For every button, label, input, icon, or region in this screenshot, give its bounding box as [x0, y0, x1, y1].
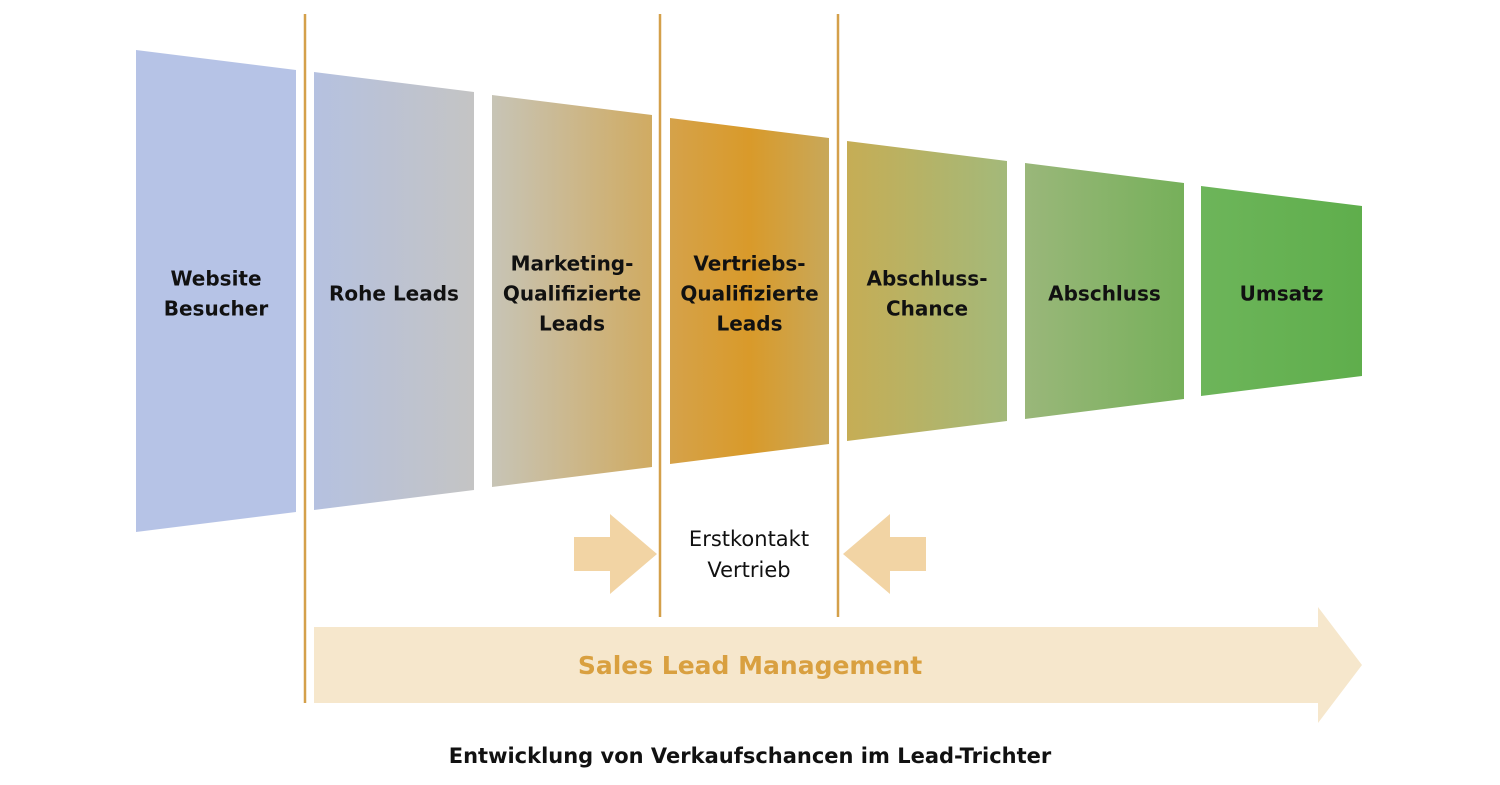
stage-label-marketing-qualifizierte-leads: Leads	[539, 312, 605, 336]
first-contact-label: Vertrieb	[707, 558, 790, 582]
stage-label-website-besucher: Besucher	[164, 297, 269, 321]
stage-label-vertriebs-qualifizierte-leads: Qualifizierte	[680, 282, 818, 306]
stage-label-marketing-qualifizierte-leads: Marketing-	[511, 252, 634, 276]
stage-label-abschluss-chance: Abschluss-	[867, 267, 988, 291]
stage-umsatz: Umsatz	[1201, 186, 1362, 396]
stage-shape-umsatz	[1201, 186, 1362, 396]
stage-shape-website-besucher	[136, 50, 296, 532]
left-arrow-icon	[843, 514, 926, 594]
stage-label-rohe-leads: Rohe Leads	[329, 282, 459, 306]
stage-shape-abschluss-chance	[847, 141, 1007, 441]
band-label: Sales Lead Management	[578, 651, 922, 680]
contact-arrows	[574, 514, 926, 594]
stage-label-marketing-qualifizierte-leads: Qualifizierte	[503, 282, 641, 306]
stage-shape-rohe-leads	[314, 72, 474, 510]
stage-label-abschluss-chance: Chance	[886, 297, 968, 321]
band-arrow	[314, 607, 1362, 723]
stage-shape-marketing-qualifizierte-leads	[492, 95, 652, 487]
divider-lines	[303, 14, 840, 703]
stage-rohe-leads: Rohe Leads	[314, 72, 474, 510]
stage-shape-vertriebs-qualifizierte-leads	[670, 118, 829, 464]
stage-shape-abschluss	[1025, 163, 1184, 419]
right-arrow-icon	[574, 514, 657, 594]
diagram-caption: Entwicklung von Verkaufschancen im Lead-…	[448, 744, 1052, 768]
sales-lead-management-band: Sales Lead Management	[314, 607, 1362, 723]
stage-abschluss-chance: Abschluss- Chance	[847, 141, 1007, 441]
stage-label-vertriebs-qualifizierte-leads: Vertriebs-	[693, 252, 805, 276]
stage-label-website-besucher: Website	[170, 267, 261, 291]
stage-abschluss: Abschluss	[1025, 163, 1184, 419]
stage-label-vertriebs-qualifizierte-leads: Leads	[716, 312, 782, 336]
stage-label-abschluss: Abschluss	[1048, 282, 1161, 306]
first-contact-label: Erstkontakt	[689, 527, 809, 551]
stage-label-umsatz: Umsatz	[1240, 282, 1324, 306]
